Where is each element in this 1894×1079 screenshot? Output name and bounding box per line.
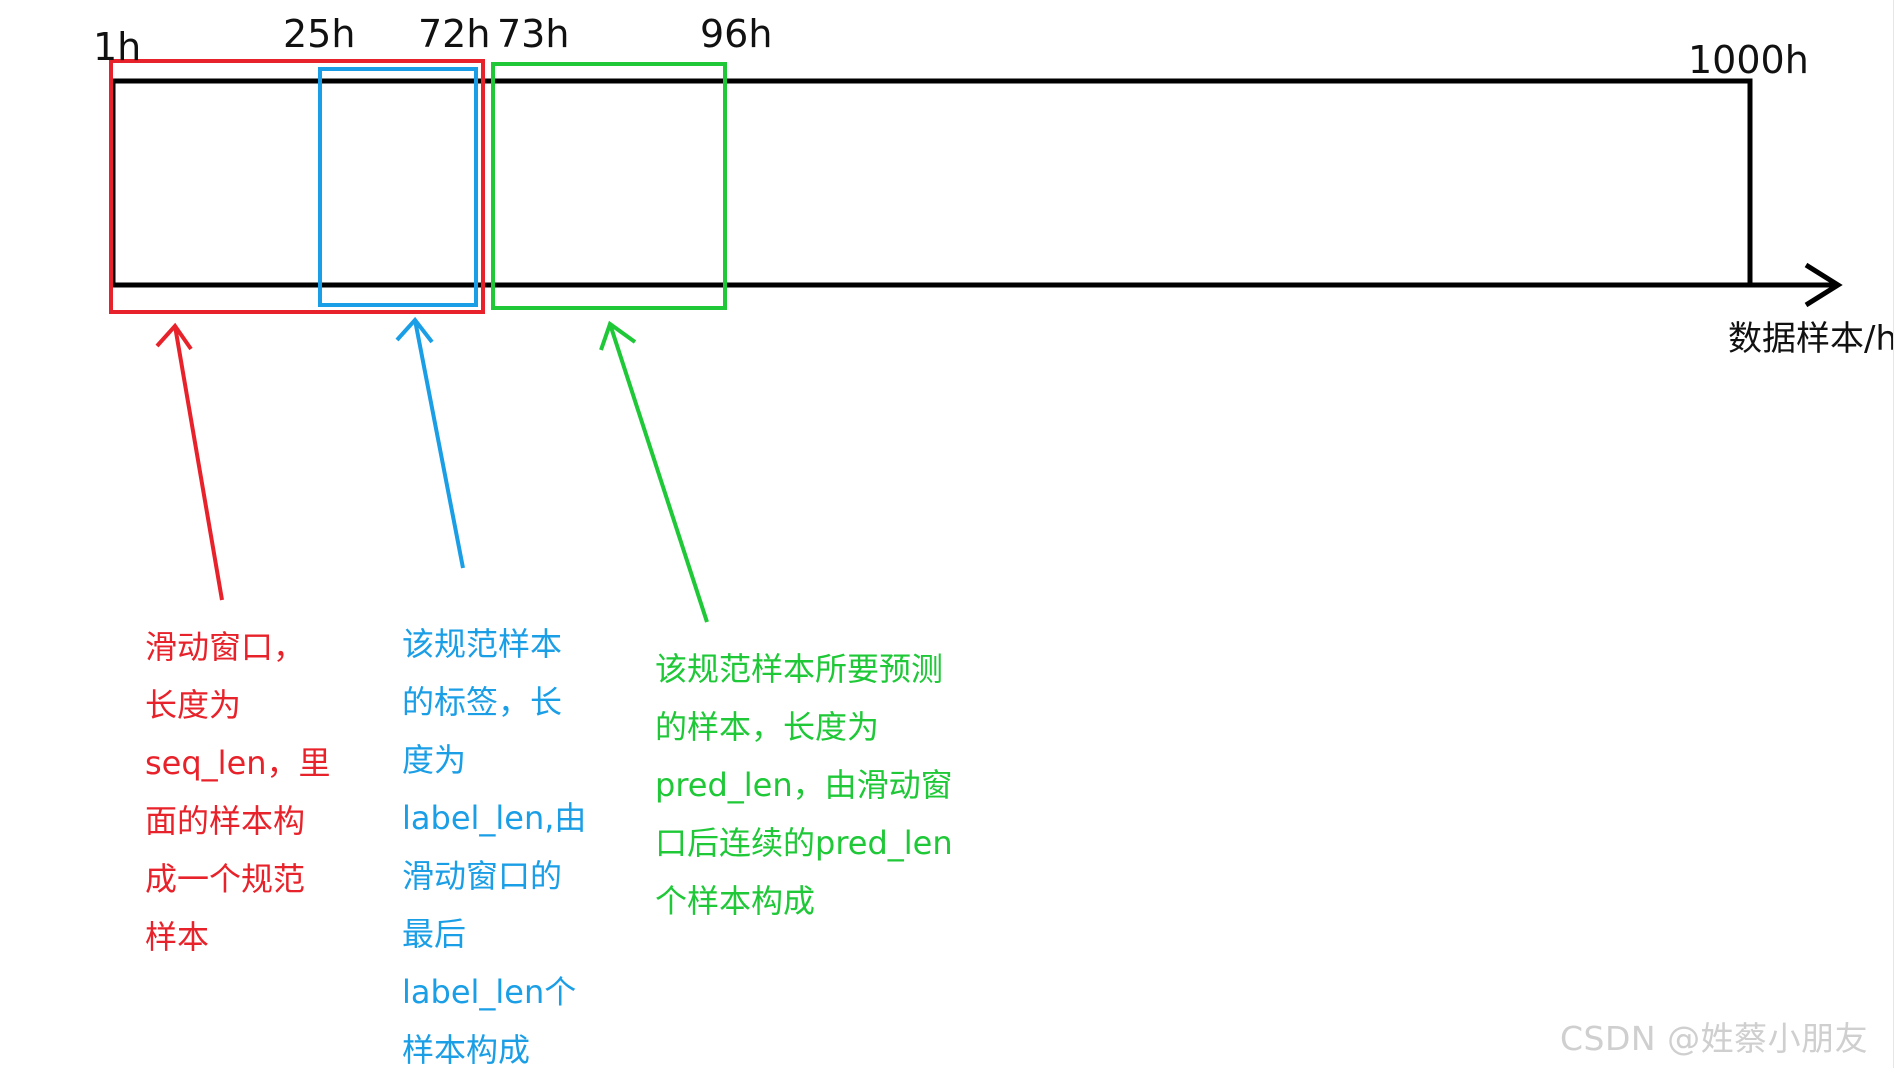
prediction-window-box: [491, 62, 727, 310]
timeline-outline: [110, 78, 1753, 285]
green-arrow: [608, 323, 709, 623]
axis-unit-label: 数据样本/h: [1728, 319, 1894, 359]
blue-arrow-head: [395, 316, 434, 344]
prediction-window-note: 该规范样本所要预测 的样本，长度为 pred_len，由滑动窗 口后连续的pre…: [655, 650, 953, 920]
red-arrow-head: [155, 322, 193, 351]
label-window-note: 该规范样本 的标签，长 度为 label_len,由 滑动窗口的 最后 labe…: [402, 625, 587, 1069]
sliding-window-note: 滑动窗口， 长度为 seq_len，里 面的样本构 成一个规范 样本: [145, 628, 331, 956]
tick-label-73h: 73h: [497, 12, 570, 56]
tick-label-1000h: 1000h: [1688, 38, 1809, 82]
red-arrow: [173, 325, 224, 601]
axis-arrow-head: [1804, 262, 1843, 308]
sliding-window-box: [109, 59, 485, 314]
tick-label-25h: 25h: [283, 12, 356, 56]
tick-label-72h: 72h: [418, 12, 491, 56]
tick-label-96h: 96h: [700, 12, 773, 56]
blue-arrow: [413, 319, 465, 569]
tick-label-1h: 1h: [93, 25, 142, 69]
green-arrow-head: [599, 320, 637, 351]
watermark: CSDN @姓蔡小朋友: [1560, 1019, 1869, 1058]
label-window-box: [318, 67, 478, 307]
